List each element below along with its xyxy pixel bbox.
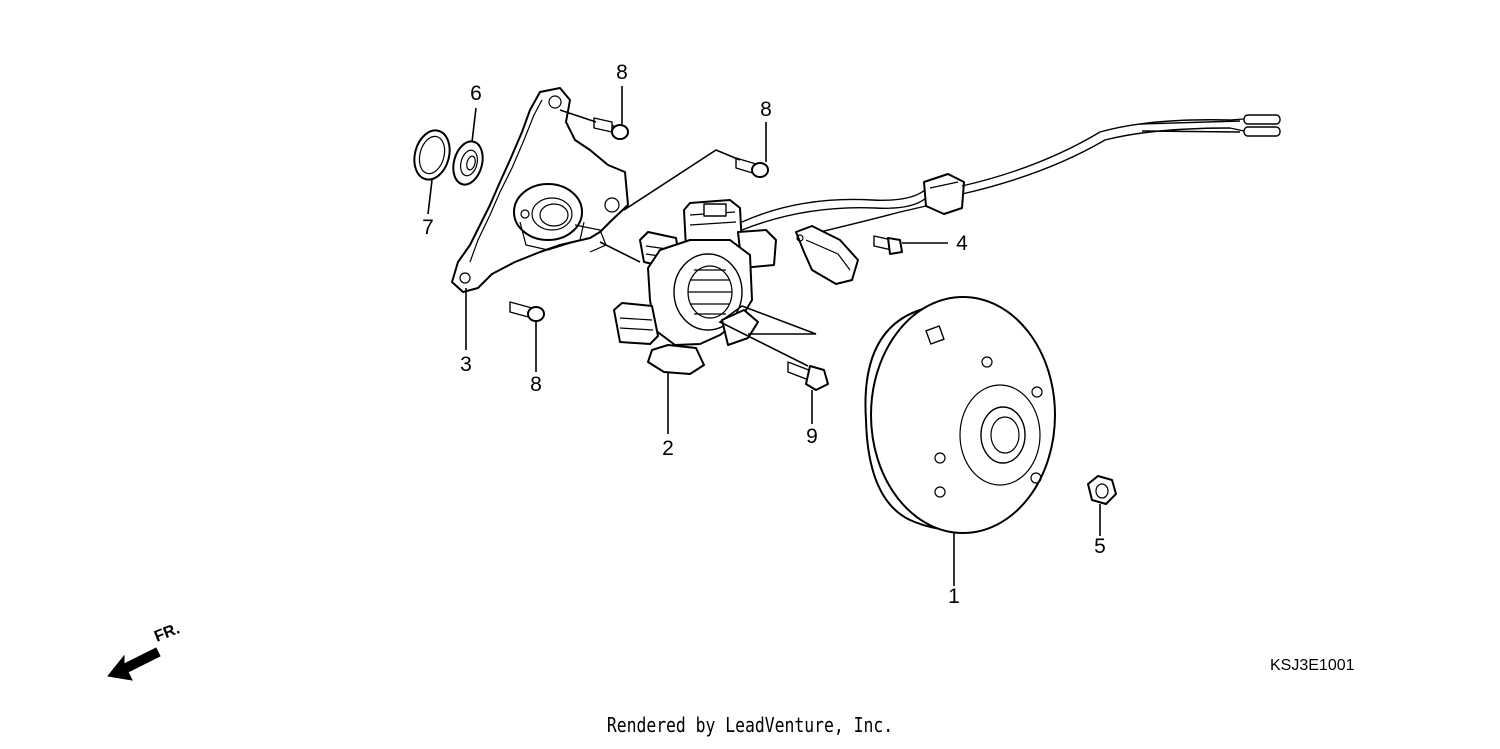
part-1-flywheel[interactable]: [864, 296, 1056, 534]
render-credit: Rendered by LeadVenture, Inc.: [606, 713, 894, 737]
part-8-bolt-mid[interactable]: [735, 157, 769, 178]
wire-harness: [741, 114, 1281, 233]
callout-6: 6: [470, 82, 482, 105]
diagram-code: KSJ3E1001: [1270, 657, 1355, 674]
part-5-nut[interactable]: [1087, 475, 1117, 505]
part-7-gasket[interactable]: [409, 126, 455, 183]
part-2-stator[interactable]: [613, 199, 777, 375]
callout-labels: 1 2 3 4 5 6 7 8 8 8 9: [422, 61, 1106, 608]
part-9-bolt[interactable]: [787, 361, 829, 391]
part-6-oil-seal[interactable]: [449, 138, 487, 188]
callout-1: 1: [948, 585, 960, 608]
callout-8-top: 8: [616, 61, 628, 84]
callout-9: 9: [806, 425, 818, 448]
callout-8-mid: 8: [760, 98, 772, 121]
leader-lines: [427, 86, 1101, 586]
part-8-bolt-low[interactable]: [509, 301, 545, 322]
callout-5: 5: [1094, 535, 1106, 558]
part-4-screw[interactable]: [873, 235, 903, 255]
callout-8-low: 8: [530, 373, 542, 396]
part-3-stator-base[interactable]: [451, 87, 629, 293]
callout-7: 7: [422, 216, 434, 239]
callout-4: 4: [956, 232, 968, 255]
callout-3: 3: [460, 353, 472, 376]
part-8-bolt-top[interactable]: [593, 117, 629, 140]
part-4-pulser[interactable]: [795, 225, 859, 285]
callout-2: 2: [662, 437, 674, 460]
front-direction-arrow-icon: [107, 647, 161, 681]
